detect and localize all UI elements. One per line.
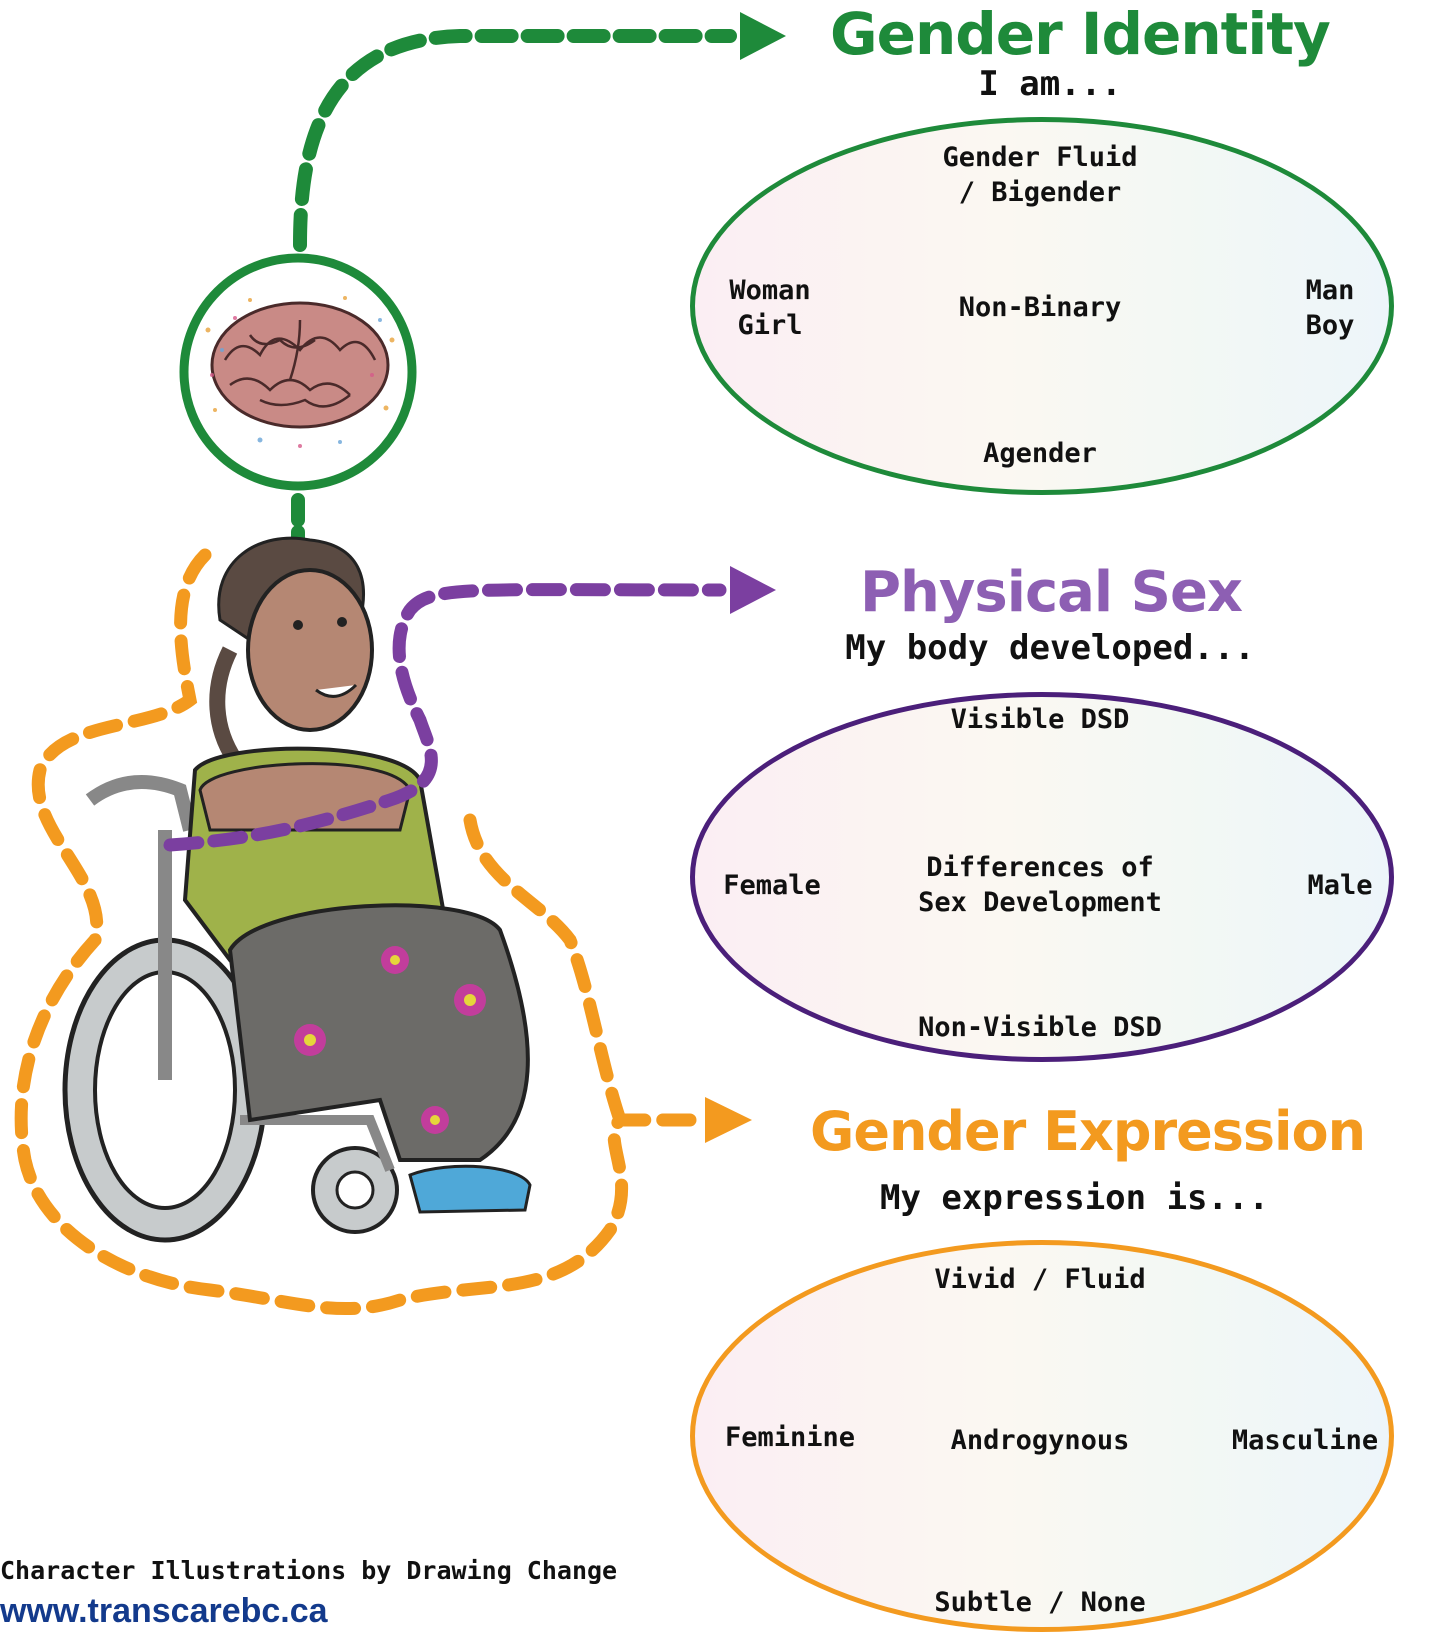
identity-subtitle: I am... [880, 64, 1220, 104]
physical-left-label: Female [712, 868, 832, 903]
physical-subtitle: My body developed... [840, 628, 1260, 668]
physical-right-label: Male [1295, 868, 1385, 903]
identity-arrow-icon [740, 12, 786, 60]
physical-top-label: Visible DSD [920, 702, 1160, 737]
expression-top-label: Vivid / Fluid [925, 1262, 1155, 1297]
identity-top-label: Gender Fluid / Bigender [890, 140, 1190, 210]
expression-left-label: Feminine [710, 1420, 870, 1455]
identity-title: Gender Identity [830, 0, 1270, 68]
expression-subtitle: My expression is... [880, 1178, 1220, 1218]
brain-icon [184, 258, 412, 486]
identity-bottom-label: Agender [930, 436, 1150, 471]
physical-arrow-icon [730, 566, 776, 614]
physical-bottom-label: Non-Visible DSD [900, 1010, 1180, 1045]
physical-center-label: Differences of Sex Development [885, 850, 1195, 920]
website-link[interactable]: www.transcarebc.ca [0, 1592, 328, 1631]
expression-arrow-icon [705, 1097, 752, 1143]
physical-title: Physical Sex [860, 560, 1240, 625]
identity-center-label: Non-Binary [920, 290, 1160, 325]
expression-right-label: Masculine [1225, 1423, 1385, 1458]
identity-right-label: Man Boy [1285, 273, 1375, 343]
expression-bottom-label: Subtle / None [925, 1585, 1155, 1620]
expression-center-label: Androgynous [940, 1423, 1140, 1458]
expression-title: Gender Expression [810, 1100, 1290, 1163]
identity-left-label: Woman Girl [705, 273, 835, 343]
illustration-credit: Character Illustrations by Drawing Chang… [0, 1556, 617, 1585]
identity-connector [300, 36, 730, 245]
